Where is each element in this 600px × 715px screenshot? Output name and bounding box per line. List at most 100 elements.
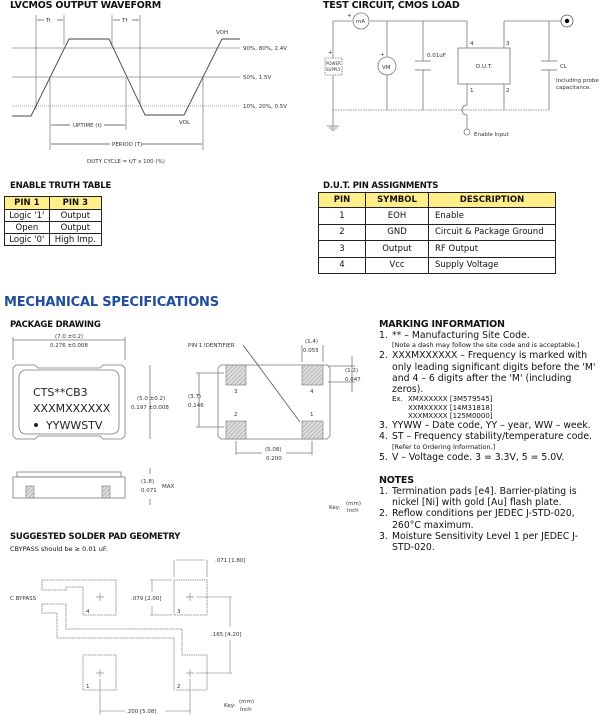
cell: Output xyxy=(365,240,429,258)
solder-pad-2-label: 2 xyxy=(177,684,181,690)
dim-pitch-v-in: 0.146 xyxy=(188,403,204,409)
dim-pad-height: .079 [2.00] xyxy=(131,596,162,602)
waveform-trace xyxy=(12,38,240,117)
dim-pitch-h-in: 0.200 xyxy=(266,456,282,462)
marking-line-2: XXXMXXXXXX xyxy=(33,402,111,415)
dim-pad-w-mm: (1.4) xyxy=(305,339,318,345)
dim-thickness-in: 0.071 xyxy=(141,488,157,494)
item-number: 5. xyxy=(379,451,388,463)
header-pin: PIN xyxy=(318,192,366,208)
item-number: 3. xyxy=(379,530,388,542)
cell: Vcc xyxy=(365,256,429,274)
cbypass-label: C BYPASS xyxy=(10,596,37,602)
pin-2-label: 2 xyxy=(506,88,510,94)
solder-pad-title: SUGGESTED SOLDER PAD GEOMETRY xyxy=(10,532,181,542)
capacitor-label: 0.01uF xyxy=(427,53,446,59)
tf-label: Tf xyxy=(121,18,128,24)
dim-width-in: 0.276 ±0.008 xyxy=(50,343,88,349)
pin-3-label: 3 xyxy=(506,41,510,47)
bottom-pin-1-label: 1 xyxy=(310,412,314,418)
dut-box xyxy=(457,47,511,85)
dut-label: D.U.T. xyxy=(476,64,492,70)
pin-1-label: 1 xyxy=(470,88,474,94)
package-drawing-title: PACKAGE DRAWING xyxy=(10,320,101,330)
item-note: [Refer to Ordering Information.] xyxy=(392,442,496,451)
header-pin1: PIN 1 xyxy=(4,196,50,210)
package-drawing: CTS**CB3 XXXMXXXXXX YYWWSTV (7.0 ±0.2) 0… xyxy=(12,334,361,514)
mechanical-specs-heading: MECHANICAL SPECIFICATIONS xyxy=(4,295,219,310)
marking-item: 4.ST – Frequency stability/temperature c… xyxy=(379,431,599,451)
pad-4-trace xyxy=(41,579,117,616)
power-supply-label: POWER xyxy=(326,61,341,66)
enable-input-label: Enable Input xyxy=(474,132,510,138)
note-item: 3.Moisture Sensitivity Level 1 per JEDEC… xyxy=(379,531,599,553)
item-text: V – Voltage code. 3 = 3.3V, 5 = 5.0V. xyxy=(392,451,565,463)
pad-3 xyxy=(225,364,247,386)
solder-pad-4-label: 4 xyxy=(86,609,90,615)
voh-label: VOH xyxy=(216,30,228,36)
frequency-examples: Ex.XMXXXXXX [3M579545]XXMXXXXX [14M31818… xyxy=(392,395,599,420)
dim-pitch-vertical: .165 [4.20] xyxy=(211,632,242,638)
cell: RF Output xyxy=(428,240,556,258)
waveform-diagram: Tr Tf VOH VOL 90%, 80%, 2.4V 50%, 1.5V 1… xyxy=(12,15,287,165)
level-high-label: 90%, 80%, 2.4V xyxy=(243,46,287,52)
item-text: Termination pads [e4]. Barrier-plating i… xyxy=(392,485,577,509)
test-circuit-title: TEST CIRCUIT, CMOS LOAD xyxy=(323,0,460,11)
example: XMXXXXXX [3M579545] xyxy=(408,395,493,404)
cl-label: CL xyxy=(560,64,568,70)
pad-4 xyxy=(301,364,324,386)
pad-1 xyxy=(301,420,324,440)
dim-width-mm: (7.0 ±0.2) xyxy=(55,334,83,340)
marking-item: 5. V – Voltage code. 3 = 3.3V, 5 = 5.0V. xyxy=(379,452,599,463)
dim-pad-w-in: 0.055 xyxy=(303,348,319,354)
marking-item: 1.** – Manufacturing Site Code.[Note a d… xyxy=(379,330,599,350)
dim-thickness-max: MAX xyxy=(162,484,175,490)
tr-label: Tr xyxy=(45,18,52,24)
marking-item: 3. YYWW – Date code, YY – year, WW – week… xyxy=(379,420,599,431)
marking-info-title: MARKING INFORMATION xyxy=(379,319,505,330)
key-mm: (mm) xyxy=(346,501,361,507)
pin-table-title: D.U.T. PIN ASSIGNMENTS xyxy=(323,181,439,191)
key-inch: Inch xyxy=(347,508,359,514)
solder-pad-3 xyxy=(173,579,208,616)
ammeter-label: mA xyxy=(356,19,365,25)
item-text: YYWW – Date code, YY – year, WW – week. xyxy=(392,420,591,432)
plus-sign: + xyxy=(380,52,385,58)
note-item: 1. Termination pads [e4]. Barrier-plating… xyxy=(379,486,599,508)
notes-title: NOTES xyxy=(379,474,414,486)
note-item: 2.Reflow conditions per JEDEC J-STD-020,… xyxy=(379,508,599,530)
duty-cycle-formula: DUTY CYCLE = t/T x 100 (%) xyxy=(87,159,165,165)
item-number: 3. xyxy=(379,420,388,432)
pad-2 xyxy=(225,420,247,440)
example: XXXMXXXX [125M0000] xyxy=(408,411,493,420)
dim-pitch-horizontal: .200 [5.08] xyxy=(126,709,157,715)
test-circuit-diagram: mA + + + VM POWER SUPPLY 0.01uF D.U.T. 4… xyxy=(324,12,599,138)
item-text: XXXMXXXXXX – Frequency is marked with on… xyxy=(392,350,596,396)
bottom-pin-4-label: 4 xyxy=(310,389,314,395)
item-number: 4. xyxy=(379,431,388,443)
item-number: 1. xyxy=(379,485,388,497)
dim-pad-h-mm: (1.2) xyxy=(345,368,358,374)
truth-table-title: ENABLE TRUTH TABLE xyxy=(10,181,112,191)
voltmeter-circle xyxy=(377,56,397,76)
ammeter-circle xyxy=(352,12,370,30)
marking-information: MARKING INFORMATION 1.** – Manufacturing… xyxy=(379,319,599,553)
item-number: 2. xyxy=(379,508,388,520)
plus-sign: + xyxy=(347,13,352,19)
cell: Enable xyxy=(428,207,556,225)
dim-height-mm: (5.0 ±0.2) xyxy=(137,396,165,402)
cbypass-note: CBYPASS should be ≥ 0.01 uF. xyxy=(10,545,108,553)
cell: High Imp. xyxy=(48,233,103,246)
dim-pitch-v-mm: (3.7) xyxy=(188,394,201,400)
key-label: Key: xyxy=(224,703,236,709)
key-mm: (mm) xyxy=(239,699,254,705)
marking-item: 2.XXXMXXXXXX – Frequency is marked with … xyxy=(379,350,599,420)
pin-4-label: 4 xyxy=(470,41,474,47)
dim-pad-width: .071 [1.80] xyxy=(215,558,246,564)
uptime-label: UPTIME (t) xyxy=(73,123,102,129)
